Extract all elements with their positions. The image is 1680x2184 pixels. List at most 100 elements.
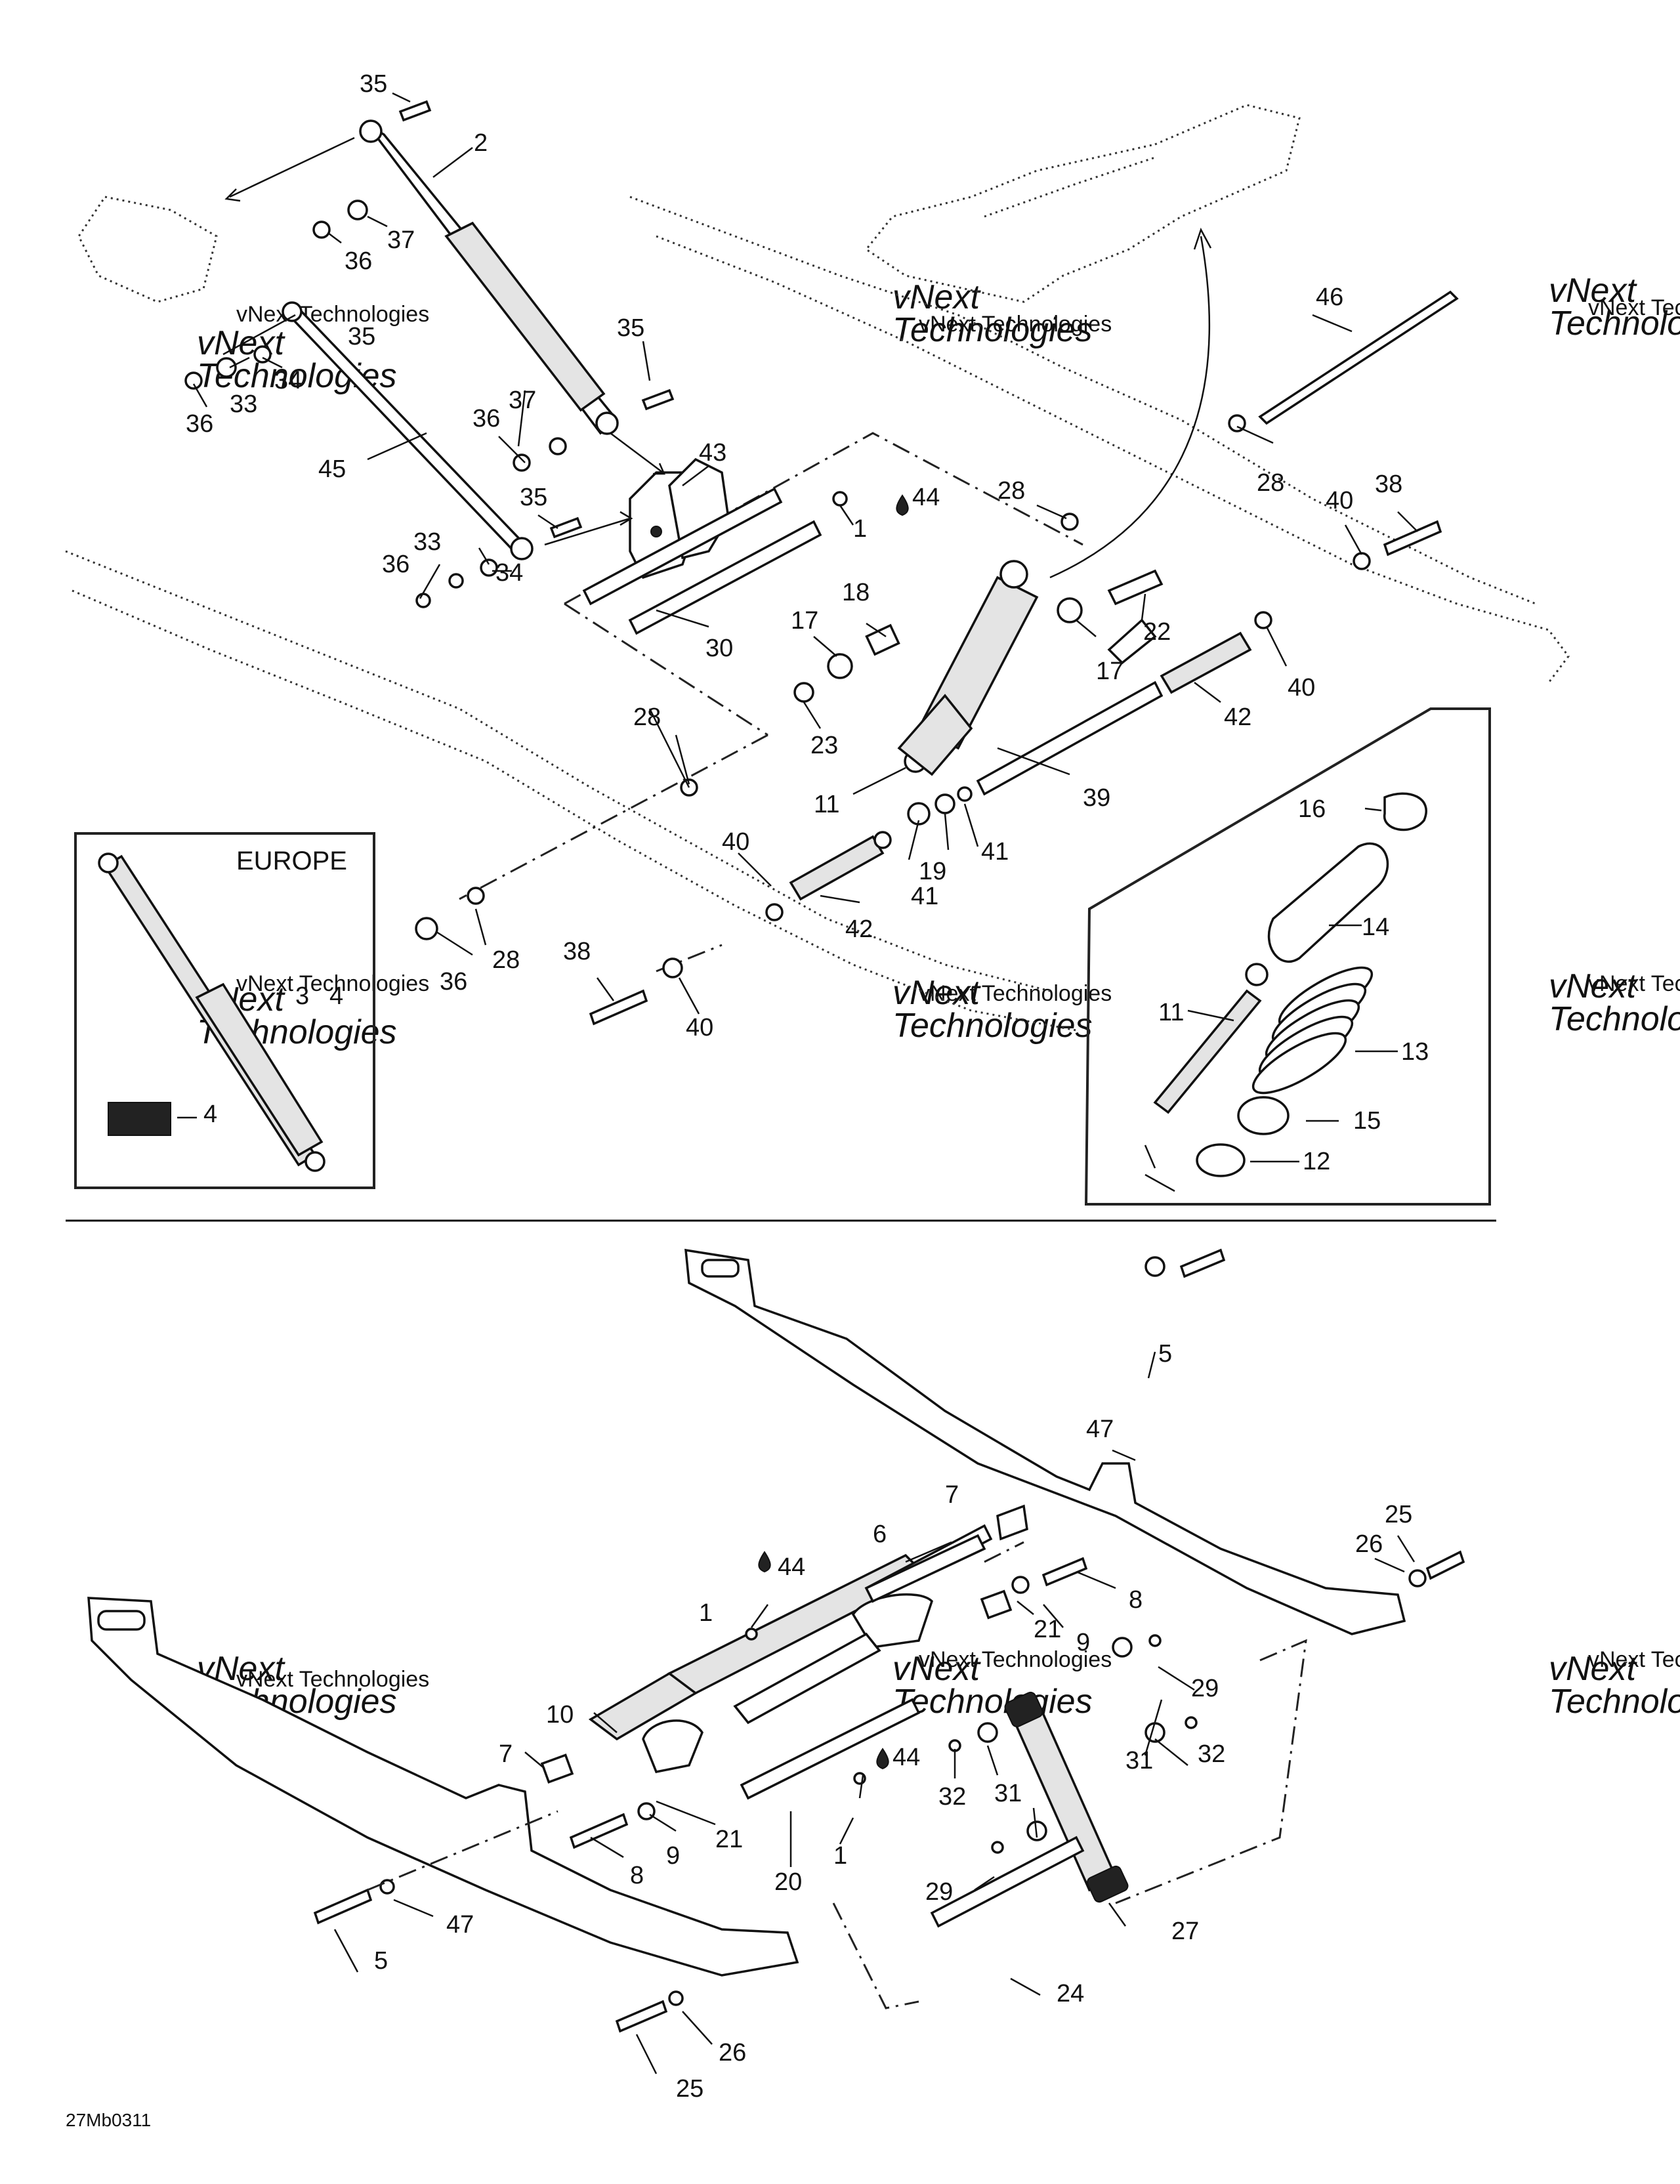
ghost-frame-rails [65, 104, 1570, 1032]
callout-number-27: 27 [1171, 1918, 1199, 1945]
oil-drop-icons [758, 494, 909, 1770]
callout-number-45: 45 [318, 455, 346, 483]
callout-number-9: 9 [666, 1842, 680, 1870]
callout-number-22: 22 [1143, 618, 1171, 646]
callout-number-11: 11 [814, 791, 839, 818]
callout-number-37: 37 [509, 387, 536, 414]
callout-number-10: 10 [546, 1701, 574, 1729]
spring-inset [1084, 707, 1491, 1206]
oil-drop-icon [758, 1551, 771, 1573]
callout-number-40: 40 [722, 828, 749, 856]
callout-number-36: 36 [440, 968, 467, 996]
rear-arm-assembly [588, 1524, 993, 1800]
callout-number-40: 40 [1288, 674, 1315, 702]
left-slide-rail [87, 1597, 799, 1977]
callout-number-44: 44 [778, 1553, 805, 1581]
callout-number-17: 17 [791, 607, 818, 635]
callout-number-5: 5 [374, 1947, 388, 1975]
callout-number-31: 31 [994, 1780, 1022, 1807]
callout-number-44: 44 [892, 1744, 920, 1771]
callout-number-28: 28 [1257, 469, 1284, 497]
callout-number-38: 38 [563, 938, 591, 965]
front-shock-absorber [897, 560, 1039, 776]
callout-number-7: 7 [945, 1481, 959, 1509]
callout-number-7: 7 [499, 1740, 513, 1768]
watermark-text: vNext Technologies [236, 971, 429, 996]
callout-number-16: 16 [1298, 795, 1326, 823]
watermark-big: Technologies [892, 311, 1093, 349]
callout-number-41: 41 [981, 838, 1009, 866]
callout-number-26: 26 [719, 2039, 746, 2067]
callout-number-6: 6 [873, 1521, 887, 1548]
stopper-strap [1004, 1691, 1129, 1903]
watermarks: vNext Technologies vNext Technologies vN… [197, 272, 1680, 1721]
watermark-text: vNext Technologies [1588, 971, 1680, 996]
callout-number-42: 42 [1224, 704, 1251, 731]
callout-number-15: 15 [1353, 1107, 1381, 1135]
callout-number-29: 29 [925, 1878, 953, 1906]
callout-number-34: 34 [274, 367, 302, 394]
callout-number-41: 41 [911, 883, 938, 910]
callout-number-33: 33 [230, 390, 257, 418]
callout-number-36: 36 [345, 247, 372, 275]
callout-number-28: 28 [998, 477, 1025, 505]
callout-number-12: 12 [1303, 1148, 1330, 1175]
drawing-code: 27Mb0311 [66, 2110, 151, 2130]
callout-number-25: 25 [1385, 1501, 1412, 1528]
watermark-text: vNext Technologies [919, 1647, 1112, 1672]
callout-number-17: 17 [1096, 658, 1124, 685]
callout-number-36: 36 [472, 405, 500, 432]
watermark-text: vNext Technologies [919, 312, 1112, 337]
callout-number-8: 8 [1129, 1586, 1143, 1614]
callout-number-34: 34 [495, 559, 523, 587]
callout-number-44: 44 [912, 484, 940, 511]
watermark-big: vNext [892, 974, 981, 1012]
watermark-big: Technologies [892, 1683, 1093, 1721]
watermark-big: vNext [892, 1650, 981, 1688]
callout-number-26: 26 [1355, 1530, 1383, 1558]
watermark-big: Technologies [1549, 1683, 1680, 1721]
callout-number-36: 36 [186, 410, 213, 438]
callout-number-1: 1 [699, 1599, 713, 1627]
callout-number-24: 24 [1057, 1980, 1084, 2007]
coil-spring [1251, 966, 1374, 1095]
callout-number-11: 11 [1158, 999, 1184, 1026]
watermark-text: vNext Technologies [236, 1667, 429, 1692]
oil-drop-icon [876, 1748, 889, 1770]
callout-number-28: 28 [492, 946, 520, 974]
callout-number-8: 8 [630, 1862, 644, 1889]
watermark-text: vNext Technologies [1588, 295, 1680, 320]
callout-number-4: 4 [329, 982, 343, 1010]
callout-number-37: 37 [387, 226, 415, 254]
callout-number-1: 1 [853, 515, 867, 543]
callout-number-18: 18 [842, 579, 870, 606]
callout-number-32: 32 [1198, 1740, 1225, 1768]
callout-number-1: 1 [833, 1842, 847, 1870]
callout-number-43: 43 [699, 439, 726, 467]
watermark-text: vNext Technologies [1588, 1647, 1680, 1672]
callout-number-47: 47 [1086, 1416, 1114, 1443]
watermark-big: vNext [1549, 272, 1637, 310]
europe-inset: EUROPE [74, 832, 375, 1189]
watermark-big: vNext [1549, 1650, 1637, 1688]
callout-number-32: 32 [938, 1783, 966, 1811]
callout-number-29: 29 [1191, 1675, 1219, 1702]
spacer-tubes [789, 290, 1459, 901]
warning-label-icon [108, 1102, 171, 1136]
callout-number-35: 35 [520, 484, 547, 511]
callout-number-13: 13 [1401, 1038, 1429, 1066]
callout-number-33: 33 [413, 528, 441, 556]
callout-number-35: 35 [348, 323, 375, 350]
cross-shafts [582, 487, 822, 635]
callout-number-38: 38 [1375, 471, 1402, 498]
callout-number-35: 35 [617, 314, 644, 342]
callout-number-46: 46 [1316, 284, 1343, 311]
right-slide-rail [684, 1248, 1406, 1635]
callout-number-5: 5 [1158, 1340, 1172, 1368]
callout-number-36: 36 [382, 551, 410, 578]
callout-number-4: 4 [203, 1101, 217, 1128]
hardware-lower [313, 1248, 1465, 2033]
callout-number-20: 20 [774, 1868, 802, 1896]
callout-number-40: 40 [1326, 487, 1353, 514]
